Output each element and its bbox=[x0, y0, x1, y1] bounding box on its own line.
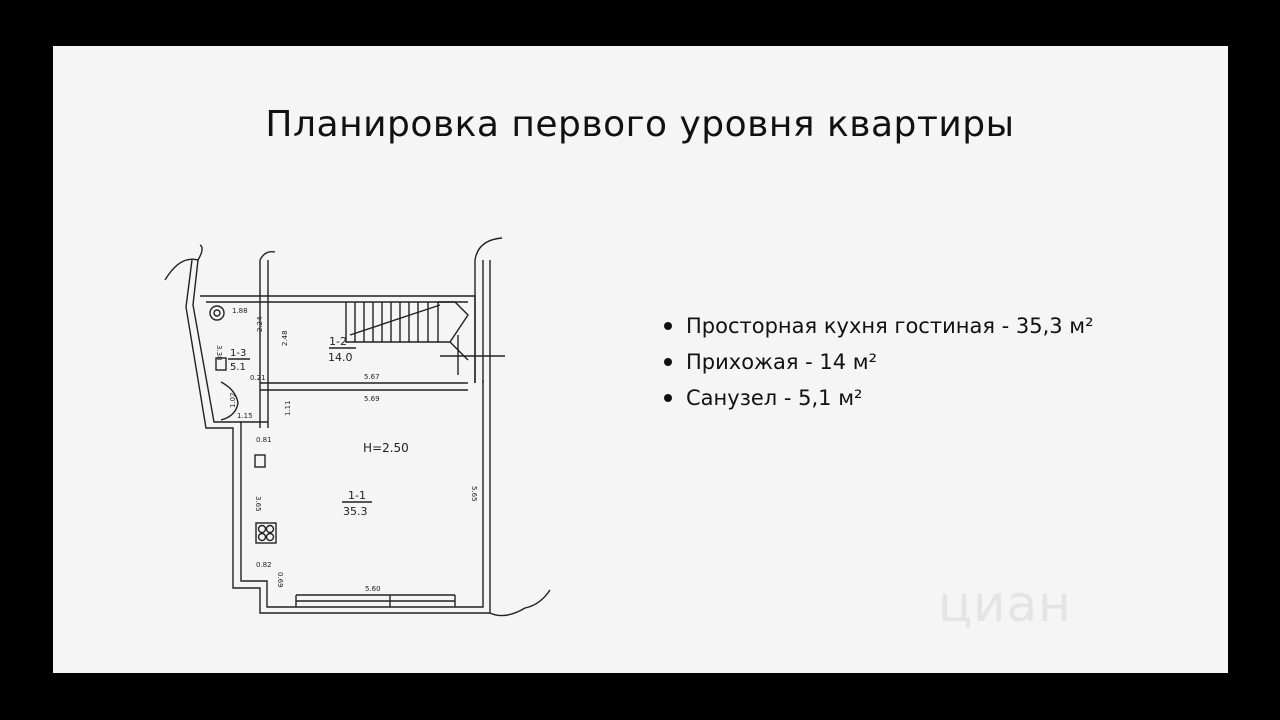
dim-label: 1.15 bbox=[237, 412, 253, 420]
dim-label: 1.11 bbox=[284, 400, 292, 416]
dim-label: 5.67 bbox=[364, 373, 380, 381]
feature-item: Прихожая - 14 м² bbox=[662, 344, 1094, 380]
dim-label: 5.69 bbox=[364, 395, 380, 403]
dim-label: 3.30 bbox=[215, 345, 223, 361]
room-area-1-2: 14.0 bbox=[328, 351, 353, 364]
dim-label: 0.21 bbox=[250, 374, 266, 382]
dim-label: 1.02 bbox=[229, 392, 237, 408]
dim-label: 5.65 bbox=[470, 486, 478, 502]
floor-plan: 1-2 14.0 1-3 5.1 H=2.50 1-1 35.3 1.88 3.… bbox=[110, 120, 600, 650]
page-title: Планировка первого уровня квартиры bbox=[265, 104, 1015, 145]
room-area-1-1: 35.3 bbox=[343, 505, 368, 518]
room-code-1-2: 1-2 bbox=[329, 335, 347, 348]
dim-label: 1.88 bbox=[232, 307, 248, 315]
room-area-1-3: 5.1 bbox=[230, 362, 246, 373]
dim-label: 2.48 bbox=[281, 330, 289, 346]
dim-label: 2.24 bbox=[256, 316, 264, 332]
feature-item: Санузел - 5,1 м² bbox=[662, 380, 1094, 416]
dim-label: 0.82 bbox=[256, 561, 272, 569]
watermark-logo: циан bbox=[938, 575, 1072, 633]
dim-label: 0.69 bbox=[276, 572, 284, 588]
dim-label: 5.60 bbox=[365, 585, 381, 593]
room-code-1-3: 1-3 bbox=[230, 348, 246, 359]
dim-label: 0.81 bbox=[256, 436, 272, 444]
ceiling-height: H=2.50 bbox=[363, 441, 409, 455]
dim-label: 3.65 bbox=[254, 496, 262, 512]
feature-item: Просторная кухня гостиная - 35,3 м² bbox=[662, 308, 1094, 344]
features-list: Просторная кухня гостиная - 35,3 м² Прих… bbox=[662, 308, 1094, 416]
room-code-1-1: 1-1 bbox=[348, 489, 366, 502]
